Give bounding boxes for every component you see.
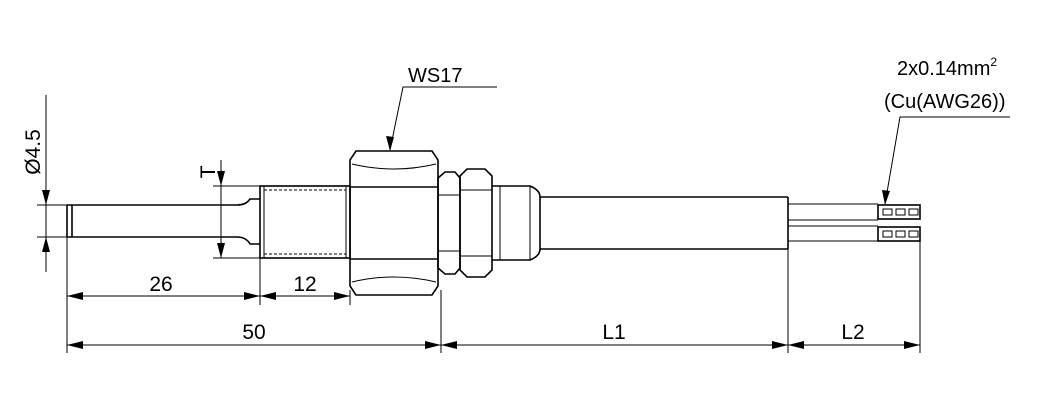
wire-spec-exponent: 2 — [990, 55, 997, 69]
wire-spec-label: 2x0.14mm — [897, 58, 990, 80]
dimension-overall: 50 — [67, 321, 441, 349]
extension-lines — [66, 237, 921, 353]
threaded-section — [259, 185, 351, 259]
svg-text:2x0.14mm2: 2x0.14mm2 — [897, 55, 997, 80]
overall-length-label: 50 — [242, 321, 265, 344]
thread-size-dimension: T — [197, 160, 260, 259]
wire-leads — [788, 203, 921, 242]
wire-spec-callout: 2x0.14mm2 (Cu(AWG26)) — [882, 55, 1010, 205]
diameter-label: Ø4.5 — [22, 129, 45, 175]
thread-length-label: 12 — [293, 273, 316, 296]
dimension-cable: L1 — [441, 321, 788, 349]
diameter-dimension: Ø4.5 — [22, 95, 67, 272]
wrench-size-label: WS17 — [408, 65, 462, 87]
wrench-size-callout: WS17 — [386, 65, 497, 151]
dimension-wire: L2 — [788, 321, 920, 349]
thread-size-label: T — [197, 165, 220, 178]
dimension-probe-length: 26 — [67, 273, 260, 300]
wire-material-label: (Cu(AWG26)) — [884, 91, 1005, 113]
dimension-thread-length: 12 — [260, 273, 350, 300]
wire-length-label: L2 — [841, 321, 864, 344]
strain-relief — [492, 185, 541, 261]
lock-nut — [437, 168, 493, 278]
cable-length-label: L1 — [602, 321, 625, 344]
hex-nut — [349, 150, 439, 296]
probe-tip — [66, 198, 260, 245]
probe-length-label: 26 — [149, 273, 172, 296]
cable — [540, 196, 789, 250]
